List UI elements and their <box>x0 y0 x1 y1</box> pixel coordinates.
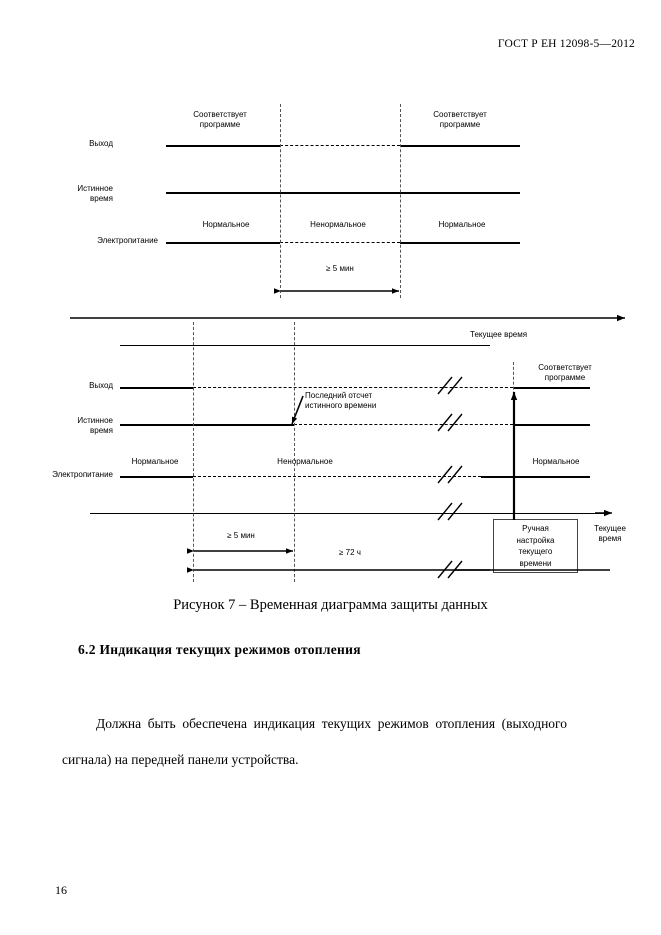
page-number: 16 <box>55 883 67 897</box>
power-line-solid-left-lower <box>120 476 193 478</box>
axis-label-current-time-bottom: Текущее время <box>594 524 626 543</box>
boundary-dash-right-upper <box>400 104 401 298</box>
dimension-label-5min-upper: ≥ 5 мин <box>326 264 354 273</box>
output-line-solid-left-upper <box>166 145 280 147</box>
output-line-solid-left-lower <box>120 387 193 389</box>
row-label-power-lower: Электропитание <box>52 470 113 479</box>
power-line-solid-left-upper <box>166 242 280 244</box>
time-axis-lower <box>90 513 610 514</box>
output-line-dashed-lower <box>193 387 513 388</box>
timeline-reference-top-lower <box>120 345 490 346</box>
row-label-true-time-upper: Истинное время <box>77 184 113 203</box>
annotation-last-true-time-reading: Последний отсчет истинного времени <box>305 391 377 410</box>
state-label-normal-left-upper: Нормальное <box>202 220 250 229</box>
true-time-line-right-lower <box>513 424 590 426</box>
power-line-dashed-upper <box>280 242 400 243</box>
power-line-solid-right-lower <box>481 476 590 478</box>
body-paragraph: Должна быть обеспечена индикация текущих… <box>62 716 567 767</box>
row-label-power-upper: Электропитание <box>97 236 158 245</box>
output-line-solid-right-upper <box>400 145 520 147</box>
boundary-dash-3-lower <box>513 362 514 424</box>
true-time-line-upper <box>166 192 520 194</box>
break-mark-true-time <box>437 413 463 432</box>
state-label-conforms-left: Соответствует программе <box>193 110 247 129</box>
dimension-label-72h: ≥ 72 ч <box>339 548 361 557</box>
boundary-dash-1-lower <box>193 322 194 582</box>
row-label-true-time-lower: Истинное время <box>77 416 113 435</box>
boundary-dash-left-upper <box>280 104 281 298</box>
row-label-output-upper: Выход <box>89 139 113 148</box>
power-line-dashed-lower <box>193 476 481 477</box>
output-line-solid-right-lower <box>513 387 590 389</box>
true-time-line-dashed-lower <box>294 424 513 425</box>
break-mark-time-axis <box>437 502 463 521</box>
output-line-dashed-upper <box>280 145 400 146</box>
boundary-dash-2-lower <box>294 322 295 582</box>
state-label-normal-left-lower: Нормальное <box>131 457 179 466</box>
true-time-line-solid-lower <box>120 424 294 426</box>
row-label-output-lower: Выход <box>89 381 113 390</box>
state-label-normal-right-lower: Нормальное <box>532 457 580 466</box>
section-heading: 6.2 Индикация текущих режимов отопления <box>78 642 361 657</box>
state-label-conforms-lower-right: Соответствует программе <box>538 363 592 382</box>
dimension-label-5min-lower: ≥ 5 мин <box>227 531 255 540</box>
break-mark-output <box>437 376 463 395</box>
power-line-solid-right-upper <box>400 242 520 244</box>
break-mark-dimension-72h <box>437 560 463 579</box>
manual-time-setup-box[interactable]: Ручная настройка текущего времени <box>493 519 578 573</box>
figure-caption: Рисунок 7 – Временная диаграмма защиты д… <box>173 597 488 613</box>
standard-header: ГОСТ Р ЕН 12098-5—2012 <box>497 38 635 50</box>
axis-label-current-time-top: Текущее время <box>470 330 528 339</box>
state-label-normal-right-upper: Нормальное <box>438 220 486 229</box>
state-label-abnormal-lower: Ненормальное <box>277 457 333 466</box>
state-label-abnormal-upper: Ненормальное <box>310 220 366 229</box>
break-mark-power <box>437 465 463 484</box>
state-label-conforms-right: Соответствует программе <box>433 110 487 129</box>
